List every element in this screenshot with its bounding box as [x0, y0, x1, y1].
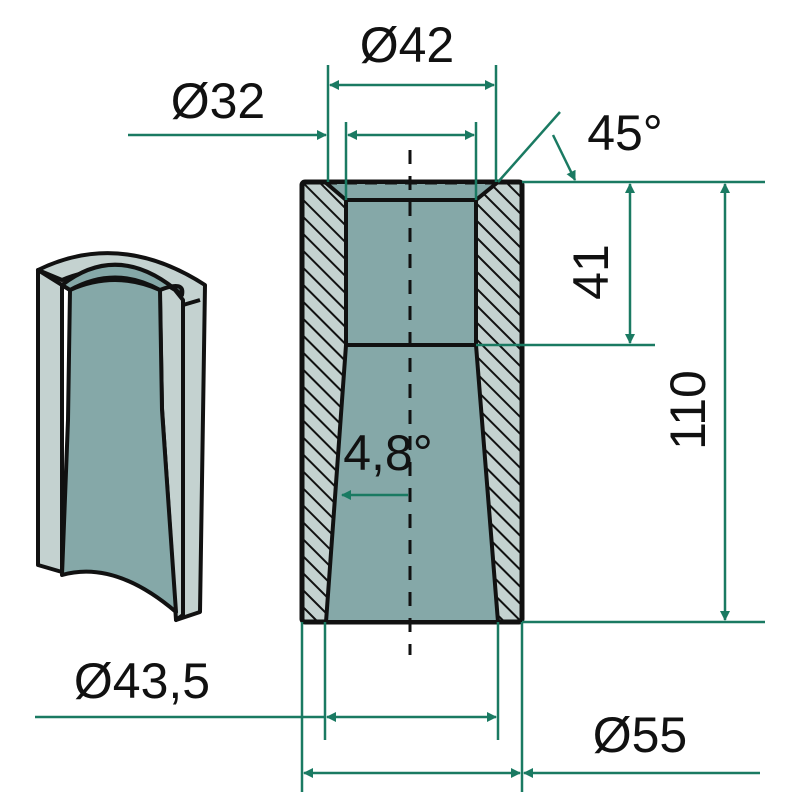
dim-label-d43-5: Ø43,5	[74, 653, 210, 709]
dim-label-110: 110	[660, 370, 716, 450]
dim-label-d32: Ø32	[171, 73, 266, 129]
sleeve-3d-view	[36, 251, 207, 622]
dim-label-d42: Ø42	[360, 17, 455, 73]
dim-label-45deg: 45°	[587, 105, 663, 161]
dimension-lines	[35, 65, 765, 792]
dim-label-41: 41	[563, 244, 619, 300]
dim-label-d55: Ø55	[593, 707, 688, 763]
dim-label-taper: 4,8°	[343, 425, 433, 481]
sleeve-section-view	[299, 150, 525, 655]
